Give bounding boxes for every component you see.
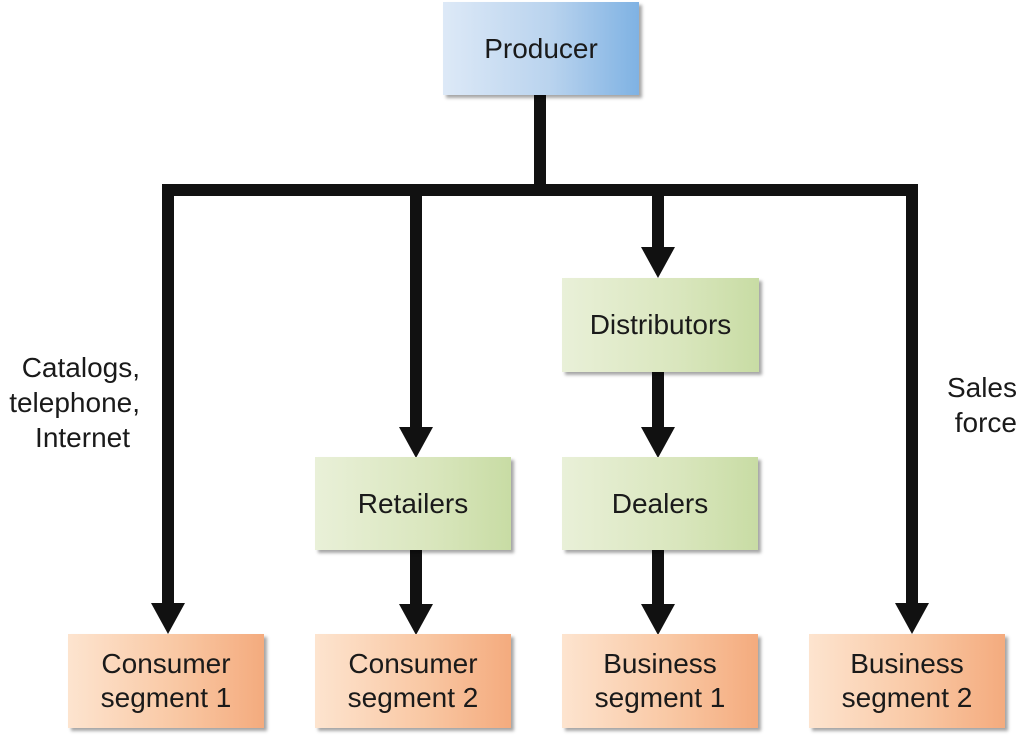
consumer-segment-1-line2: segment 1 [100, 682, 232, 713]
consumer-segment-1-box: Consumer segment 1 [68, 634, 264, 728]
distributors-label: Distributors [589, 309, 732, 340]
business-segment-1-line1: Business [603, 648, 717, 679]
retailers-label: Retailers [357, 487, 469, 519]
business-segment-1-box: Business segment 1 [562, 634, 758, 728]
consumer-segment-2-box: Consumer segment 2 [315, 634, 511, 728]
producer-label: Producer [484, 32, 598, 64]
arrowhead-consumer-segment-1 [151, 603, 185, 634]
direct-business-line1: Sales [946, 372, 1017, 403]
consumer-segment-2-line1: Consumer [348, 648, 478, 679]
business-segment-1-line2: segment 1 [594, 682, 726, 713]
arrowhead-consumer-segment-2 [399, 604, 433, 635]
producer-box: Producer [443, 2, 639, 95]
retailers-box: Retailers [315, 457, 511, 550]
business-segment-2-line1: Business [850, 648, 964, 679]
business-segment-2-box: Business segment 2 [809, 634, 1005, 728]
dealers-label: Dealers [611, 487, 709, 519]
direct-business-channel-label: Sales force [925, 370, 1017, 440]
direct-consumer-line1: Catalogs, [21, 352, 140, 383]
direct-business-line2: force [954, 407, 1017, 438]
direct-consumer-channel-label: Catalogs, telephone, Internet [0, 350, 140, 455]
arrowhead-distributors [641, 247, 675, 278]
direct-consumer-line3: Internet [35, 422, 130, 453]
direct-consumer-line2: telephone, [9, 387, 140, 418]
consumer-segment-1-line1: Consumer [101, 648, 231, 679]
arrowhead-dealers [641, 427, 675, 458]
distributors-box: Distributors [562, 278, 759, 372]
arrowhead-business-segment-2 [895, 603, 929, 634]
dealers-box: Dealers [562, 457, 758, 550]
business-segment-2-line2: segment 2 [841, 682, 973, 713]
arrowhead-retailers [399, 427, 433, 458]
consumer-segment-2-line2: segment 2 [347, 682, 479, 713]
arrowhead-business-segment-1 [641, 604, 675, 635]
